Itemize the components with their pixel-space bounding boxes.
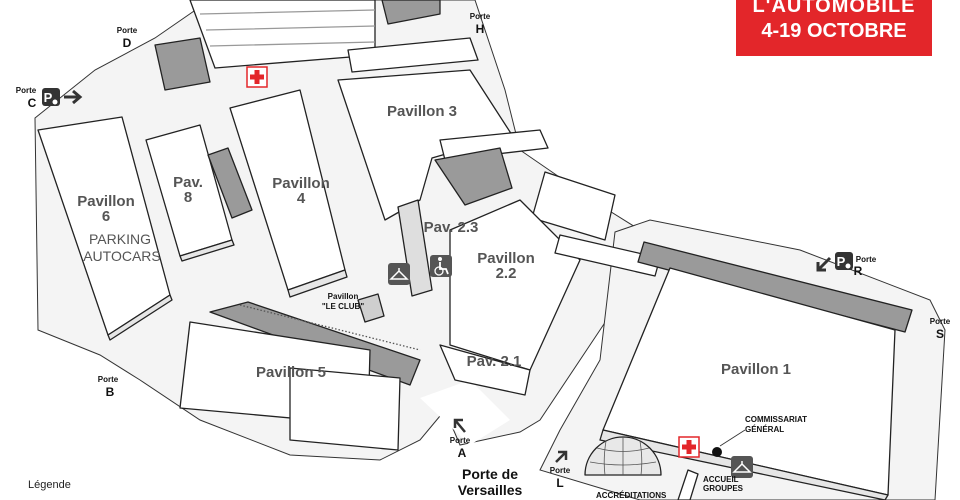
le-club-label: Pavillon [328, 292, 359, 301]
gate-b-word: Porte [98, 375, 119, 384]
accueil-groupes-label: ACCUEIL [703, 475, 739, 484]
legend-title: Légende [28, 479, 71, 491]
parking-icon: P [835, 252, 853, 270]
gate-d-word: Porte [117, 26, 138, 35]
pav-8-label: Pav. [173, 174, 203, 191]
gate-h: Porte H [470, 12, 491, 36]
building-labels: Pavillon 6 PARKING AUTOCARS Pav. 8 Pavil… [77, 103, 791, 381]
arrow-icon [555, 450, 568, 463]
pavillon-5-label: Pavillon 5 [256, 364, 326, 381]
gate-b: Porte B [98, 375, 119, 399]
gate-s-word: Porte [930, 317, 951, 326]
north-hall [189, 0, 376, 69]
le-club-building [357, 293, 385, 323]
accreditations-label: ACCRÉDITATIONS [596, 491, 667, 500]
pavillon-1-label: Pavillon 1 [721, 361, 791, 378]
pavillon-4 [229, 89, 348, 298]
gate-h-word: Porte [470, 12, 491, 21]
dome-icon [584, 436, 662, 476]
pavillon-4-number: 4 [297, 190, 306, 207]
gate-d-letter: D [123, 36, 132, 50]
gate-a-letter: A [458, 446, 467, 460]
parking-icon: P [42, 88, 60, 106]
pav-8-number: 8 [184, 189, 192, 206]
accueil-groupes-label-2: GROUPES [703, 484, 744, 493]
first-aid-cross-icon [246, 66, 268, 88]
gate-c-letter: C [28, 96, 37, 110]
banner-dates: 4-19 OCTOBRE [761, 20, 907, 42]
gate-a: Porte A [450, 418, 471, 460]
first-aid-cross-icon [678, 436, 700, 458]
svg-text:P: P [837, 254, 846, 269]
gate-l-letter: L [556, 476, 563, 490]
gate-a-word: Porte [450, 436, 471, 445]
pav-2-1-label: Pav. 2.1 [467, 353, 522, 370]
main-entrance-line-2: Versailles [457, 482, 523, 498]
gate-d: Porte D [117, 26, 138, 50]
pavillon-3 [337, 69, 549, 221]
pavillon-2-2-number: 2.2 [496, 265, 517, 282]
banner-title: L'AUTOMOBILE [752, 0, 916, 17]
coat-check-icon [731, 456, 753, 478]
coat-check-icon [388, 263, 410, 285]
gate-r-letter: R [854, 264, 863, 278]
pav-2-3-label: Pav. 2.3 [424, 219, 479, 236]
pav-8 [145, 124, 235, 262]
north-annex-right [381, 0, 441, 25]
gate-l: Porte L [550, 450, 571, 490]
buildings [37, 0, 913, 500]
pavillon-1 [599, 241, 913, 500]
gate-c: Porte C P [16, 86, 83, 110]
commissariat-label: COMMISSARIAT [745, 415, 807, 424]
gate-b-letter: B [106, 385, 115, 399]
pavillon-4-label: Pavillon [272, 175, 330, 192]
commissariat-marker [712, 447, 722, 457]
gate-s: Porte S [930, 317, 951, 341]
parking-label-1: PARKING [89, 231, 151, 247]
event-banner: L'AUTOMOBILE 4-19 OCTOBRE [736, 0, 932, 56]
pavillon-3-label: Pavillon 3 [387, 103, 457, 120]
arrow-icon [64, 89, 83, 105]
commissariat-label-2: GÉNÉRAL [745, 425, 784, 434]
svg-text:P: P [44, 90, 53, 105]
pav-8-annex [207, 147, 253, 219]
gate-r-word: Porte [856, 255, 877, 264]
gate-r: P Porte R [816, 252, 877, 278]
main-entrance-line-1: Porte de [461, 466, 518, 482]
north-annex-left [154, 37, 211, 91]
pavillon-2 [397, 171, 661, 396]
gates: Porte D Porte H Porte C P Porte B Porte … [16, 12, 951, 490]
services: COMMISSARIAT GÉNÉRAL ACCUEIL GROUPES ACC… [246, 66, 807, 500]
wheelchair-icon [430, 255, 452, 277]
pavillon-5 [179, 301, 421, 451]
gate-c-word: Porte [16, 86, 37, 95]
pavillon-2-2-label: Pavillon [477, 250, 535, 267]
parking-label-2: AUTOCARS [83, 248, 161, 264]
pavillon-6 [37, 116, 173, 341]
versailles-gap [420, 380, 510, 445]
gate-h-letter: H [476, 22, 485, 36]
main-entrance-label: Porte de Versailles [430, 466, 550, 498]
accueil-groupes-booth [677, 469, 699, 500]
le-club-name: "LE CLUB" [322, 302, 364, 311]
gate-l-word: Porte [550, 466, 571, 475]
arrow-icon [816, 256, 832, 272]
arrow-icon [453, 418, 466, 433]
pavillon-6-label: Pavillon [77, 193, 135, 210]
pavillon-6-number: 6 [102, 208, 110, 225]
gate-s-letter: S [936, 327, 944, 341]
north-strip [347, 37, 479, 73]
